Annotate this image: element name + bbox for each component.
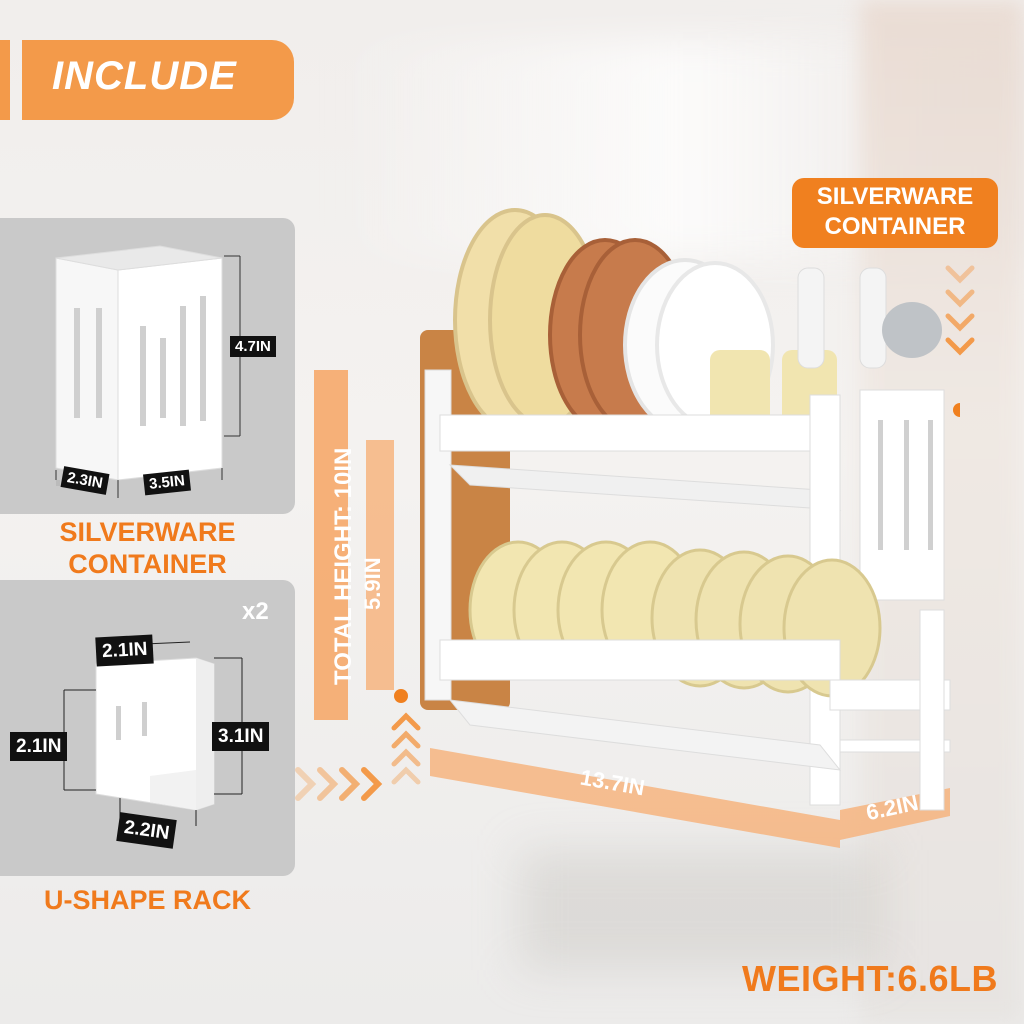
silverware-label-text: SILVERWARE CONTAINER	[59, 517, 236, 580]
dish-rack-illustration	[314, 208, 960, 848]
silverware-height-tag: 4.7IN	[230, 336, 276, 357]
count-badge: x2	[242, 598, 269, 625]
weight-label: WEIGHT:6.6LB	[742, 958, 999, 999]
silverware-panel: 4.7IN 2.3IN 3.5IN	[0, 218, 295, 514]
callout-line-2: CONTAINER	[824, 213, 966, 240]
include-badge: INCLUDE	[0, 40, 294, 120]
chevron-down-icon	[945, 265, 975, 356]
include-title: INCLUDE	[52, 54, 237, 98]
ushape-right-tag: 3.1IN	[212, 722, 270, 751]
callout-line-1: SILVERWARE	[816, 183, 974, 210]
ushape-label: U-SHAPE RACK	[0, 884, 295, 916]
silverware-container-illustration	[55, 245, 241, 498]
ushape-left-tag: 2.1IN	[10, 732, 68, 761]
total-height-label: TOTAL HEIGHT: 10IN	[330, 447, 357, 685]
ushape-rack-illustration	[63, 641, 243, 826]
chevron-right-icon	[295, 767, 383, 801]
ushape-top-tag: 2.1IN	[95, 634, 155, 667]
tier-height-label: 5.9IN	[360, 557, 385, 610]
ushape-label-text: U-SHAPE RACK	[43, 885, 251, 915]
silverware-callout: SILVERWARE CONTAINER	[792, 178, 998, 248]
silverware-label: SILVERWARE CONTAINER	[0, 516, 295, 581]
ushape-panel: x2 2.1IN 2.1IN 3.1IN 2.2IN	[0, 580, 295, 876]
